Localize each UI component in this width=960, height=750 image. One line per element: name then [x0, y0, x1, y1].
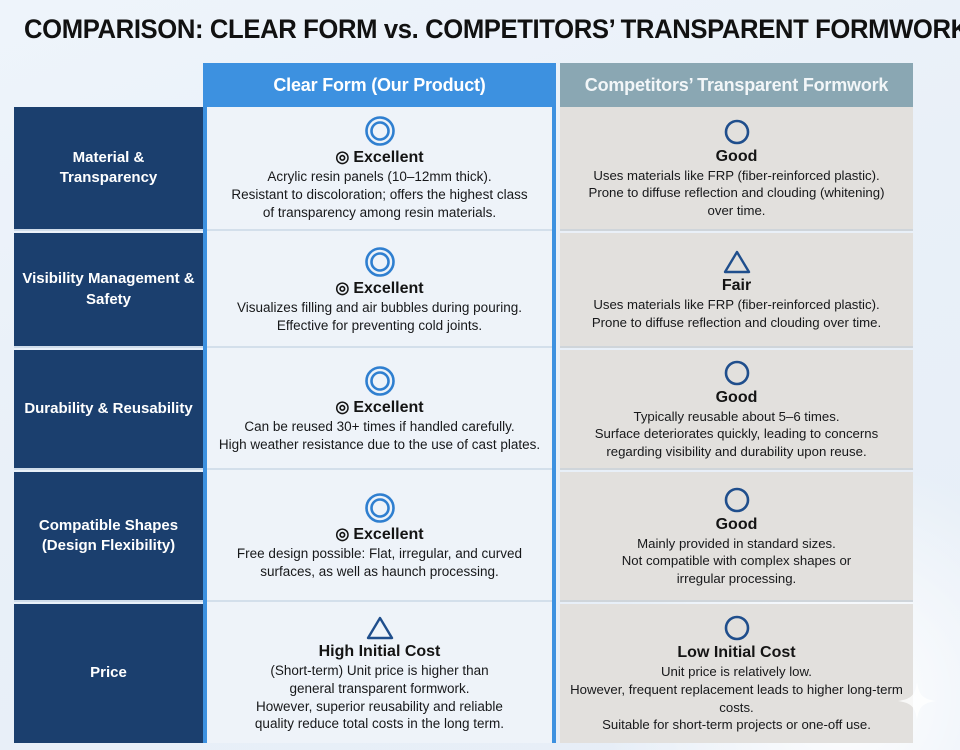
circle-icon	[722, 358, 752, 388]
description-line: Uses materials like FRP (fiber-reinforce…	[593, 296, 880, 312]
row-label-compatible-shapes: Compatible Shapes (Design Flexibility)	[14, 472, 203, 602]
row-label-durability-reusability: Durability & Reusability	[14, 350, 203, 470]
row-label-text: Material & Transparency	[59, 148, 158, 186]
column-header-competitors: Competitors’ Transparent Formwork	[560, 63, 913, 107]
row-label-text: Visibility Management & Safety	[22, 270, 195, 308]
column-header-our-product: Clear Form (Our Product)	[203, 63, 556, 107]
description-line: regarding visibility and durability upon…	[606, 443, 867, 459]
description-line: general transparent formwork.	[289, 680, 470, 696]
description-line: Acrylic resin panels (10–12mm thick).	[267, 169, 492, 185]
description-line: of transparency among resin materials.	[262, 204, 497, 220]
description-line: Effective for preventing cold joints.	[276, 317, 483, 333]
circle-icon	[722, 117, 752, 147]
description-line: Resistant to discoloration; offers the h…	[231, 187, 528, 203]
cell-description: Visualizes filling and air bubbles durin…	[237, 299, 522, 335]
cell-ours-durability-reusability: ◎ Excellent Can be reused 30+ times if h…	[207, 350, 552, 470]
description-line: Mainly provided in standard sizes.	[637, 535, 836, 551]
cell-ours-price: High Initial Cost (Short-term) Unit pric…	[207, 604, 552, 743]
rating-glyph: ◎	[335, 149, 350, 167]
description-line: Prone to diffuse reflection and clouding…	[588, 185, 885, 201]
row-label-text: Compatible Shapes (Design Flexibility)	[38, 516, 179, 554]
description-line: However, superior reusability and reliab…	[256, 698, 503, 714]
description-line: surfaces, as well as haunch processing.	[260, 564, 499, 579]
page-title: COMPARISON: CLEAR FORM vs. COMPETITORS’ …	[24, 14, 960, 44]
row-label-visibility-management-safety: Visibility Management & Safety	[14, 233, 203, 348]
cell-theirs-visibility-management-safety: Fair Uses materials like FRP (fiber-rein…	[560, 233, 913, 348]
rating-label: ◎ Excellent	[335, 399, 423, 417]
double-circle-icon	[363, 491, 397, 525]
triangle-icon	[364, 614, 396, 642]
cell-theirs-compatible-shapes: Good Mainly provided in standard sizes. …	[560, 472, 913, 602]
cell-description: Acrylic resin panels (10–12mm thick). Re…	[231, 168, 527, 222]
cell-description: Uses materials like FRP (fiber-reinforce…	[589, 167, 885, 220]
cell-theirs-durability-reusability: Good Typically reusable about 5–6 times.…	[560, 350, 913, 470]
triangle-icon	[722, 248, 752, 276]
rating-label: Fair	[722, 277, 751, 295]
rating-label: Low Initial Cost	[677, 644, 795, 662]
description-line: Can be reused 30+ times if handled caref…	[244, 419, 515, 435]
rating-text: Excellent	[353, 526, 424, 544]
rating-text: Excellent	[353, 149, 424, 167]
rating-glyph: ◎	[335, 526, 350, 544]
description-line: Not compatible with complex shapes or	[621, 553, 852, 569]
double-circle-icon	[363, 245, 397, 279]
rating-text: Good	[715, 147, 758, 165]
cell-theirs-price: Low Initial Cost Unit price is relativel…	[560, 604, 913, 743]
cell-description: (Short-term) Unit price is higher than g…	[255, 662, 504, 734]
rating-text: Excellent	[353, 279, 424, 297]
circle-icon	[722, 613, 752, 643]
cell-description: Mainly provided in standard sizes. Not c…	[622, 535, 851, 588]
description-line: Suitable for short-term projects or one-…	[602, 717, 871, 733]
cell-theirs-material-transparency: Good Uses materials like FRP (fiber-rein…	[560, 107, 913, 231]
description-line: quality reduce total costs in the long t…	[254, 716, 505, 732]
description-line: High weather resistance due to the use o…	[218, 437, 541, 452]
cell-description: Unit price is relatively low. However, f…	[570, 663, 903, 733]
row-label-text: Price	[90, 664, 127, 682]
rating-label: ◎ Excellent	[335, 526, 423, 544]
rating-text: High Initial Cost	[318, 642, 441, 660]
rating-text: Excellent	[353, 399, 424, 417]
row-label-price: Price	[14, 604, 203, 743]
description-line: Visualizes filling and air bubbles durin…	[237, 299, 522, 315]
circle-icon	[722, 485, 752, 515]
cell-ours-compatible-shapes: ◎ Excellent Free design possible: Flat, …	[207, 472, 552, 602]
cell-ours-material-transparency: ◎ Excellent Acrylic resin panels (10–12m…	[207, 107, 552, 231]
rating-text: Good	[715, 388, 758, 406]
rating-glyph: ◎	[335, 399, 350, 417]
rating-glyph: ◎	[335, 279, 350, 297]
double-circle-icon	[363, 364, 397, 398]
rating-text: Fair	[721, 276, 752, 294]
rating-label: Good	[716, 389, 758, 407]
description-line: Uses materials like FRP (fiber-reinforce…	[593, 167, 880, 183]
cell-ours-visibility-management-safety: ◎ Excellent Visualizes filling and air b…	[207, 233, 552, 348]
cell-description: Typically reusable about 5–6 times. Surf…	[595, 408, 878, 461]
description-line: over time.	[707, 202, 766, 218]
double-circle-icon	[363, 114, 397, 148]
row-label-material-transparency: Material & Transparency	[14, 107, 203, 231]
description-line: Prone to diffuse reflection and clouding…	[591, 314, 882, 330]
description-line: Free design possible: Flat, irregular, a…	[236, 546, 523, 562]
rating-label: Good	[716, 148, 758, 166]
cell-description: Free design possible: Flat, irregular, a…	[237, 545, 522, 581]
rating-label: Good	[716, 516, 758, 534]
description-line: However, frequent replacement leads to h…	[570, 681, 903, 715]
cell-description: Can be reused 30+ times if handled caref…	[219, 418, 540, 454]
description-line: Typically reusable about 5–6 times.	[633, 408, 840, 424]
rating-label: ◎ Excellent	[335, 280, 423, 298]
rating-label: High Initial Cost	[319, 643, 441, 661]
description-line: (Short-term) Unit price is higher than	[270, 662, 489, 678]
rating-label: ◎ Excellent	[335, 149, 423, 167]
cell-description: Uses materials like FRP (fiber-reinforce…	[592, 296, 881, 331]
rating-text: Low Initial Cost	[677, 644, 796, 662]
rating-text: Good	[715, 515, 758, 533]
description-line: Surface deteriorates quickly, leading to…	[594, 426, 879, 442]
row-label-text: Durability & Reusability	[24, 399, 193, 417]
description-line: irregular processing.	[676, 570, 797, 586]
description-line: Unit price is relatively low.	[661, 664, 812, 680]
